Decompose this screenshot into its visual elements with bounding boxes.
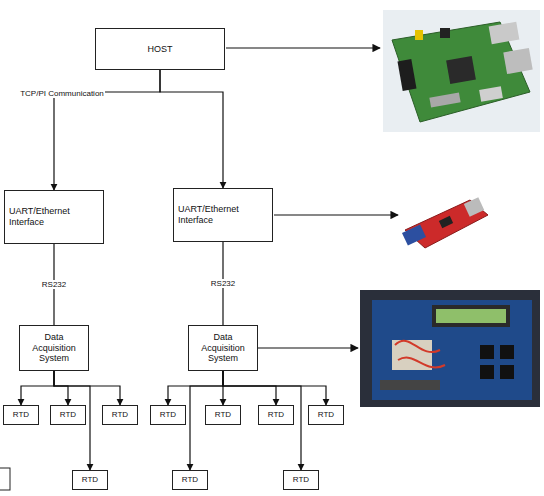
photo-pointer	[258, 347, 358, 348]
rtd-box: RTD	[3, 405, 39, 425]
signal-label: RS232	[210, 279, 236, 288]
node-text: RTD	[318, 410, 334, 420]
connector-line	[54, 371, 68, 405]
communication-label: TCP/PI Communication	[19, 89, 105, 98]
connector-line	[21, 371, 54, 405]
node-text: UART/Ethernet Interface	[178, 204, 268, 226]
host-box: HOST	[95, 28, 225, 70]
connector-line	[223, 371, 276, 405]
photo-pointer	[226, 47, 380, 48]
signal-label: RS232	[41, 280, 67, 289]
node-text: RTD	[182, 475, 198, 485]
node-text: RTD	[268, 410, 284, 420]
photo-pointer	[274, 214, 398, 215]
interface-box: UART/Ethernet Interface	[4, 190, 104, 244]
node-text: UART/Ethernet Interface	[9, 206, 99, 228]
node-text: RTD	[82, 475, 98, 485]
raspberry-pi-photo	[383, 10, 540, 132]
rtd-box: RTD	[50, 405, 86, 425]
node-text: RTD	[293, 475, 309, 485]
uart-ethernet-board-photo	[400, 192, 490, 250]
rtd-box: RTD	[102, 405, 138, 425]
connector-line	[54, 371, 120, 405]
rtd-box: RTD	[205, 405, 241, 425]
rtd-box: RTD	[283, 470, 319, 490]
node-text: RTD	[60, 410, 76, 420]
node-text: HOST	[147, 44, 172, 55]
connector-line	[168, 371, 223, 405]
connector-line	[160, 70, 223, 188]
node-text: Data Acquisition System	[23, 332, 85, 364]
data-acquisition-board-photo	[360, 290, 540, 407]
acquisition-box: Data Acquisition System	[188, 325, 258, 371]
rtd-box: RTD	[308, 405, 344, 425]
node-text: RTD	[13, 410, 29, 420]
acquisition-box: Data Acquisition System	[19, 325, 89, 371]
rtd-box: RTD	[150, 405, 186, 425]
interface-box: UART/Ethernet Interface	[173, 188, 273, 242]
rtd-box: RTD	[72, 470, 108, 490]
rtd-box: RTD	[172, 470, 208, 490]
node-text: RTD	[215, 410, 231, 420]
node-text: Data Acquisition System	[192, 332, 254, 364]
connector-line	[223, 371, 326, 405]
connector-line	[54, 70, 160, 190]
cut-off-box	[0, 468, 10, 490]
rtd-box: RTD	[258, 405, 294, 425]
node-text: RTD	[160, 410, 176, 420]
node-text: RTD	[112, 410, 128, 420]
